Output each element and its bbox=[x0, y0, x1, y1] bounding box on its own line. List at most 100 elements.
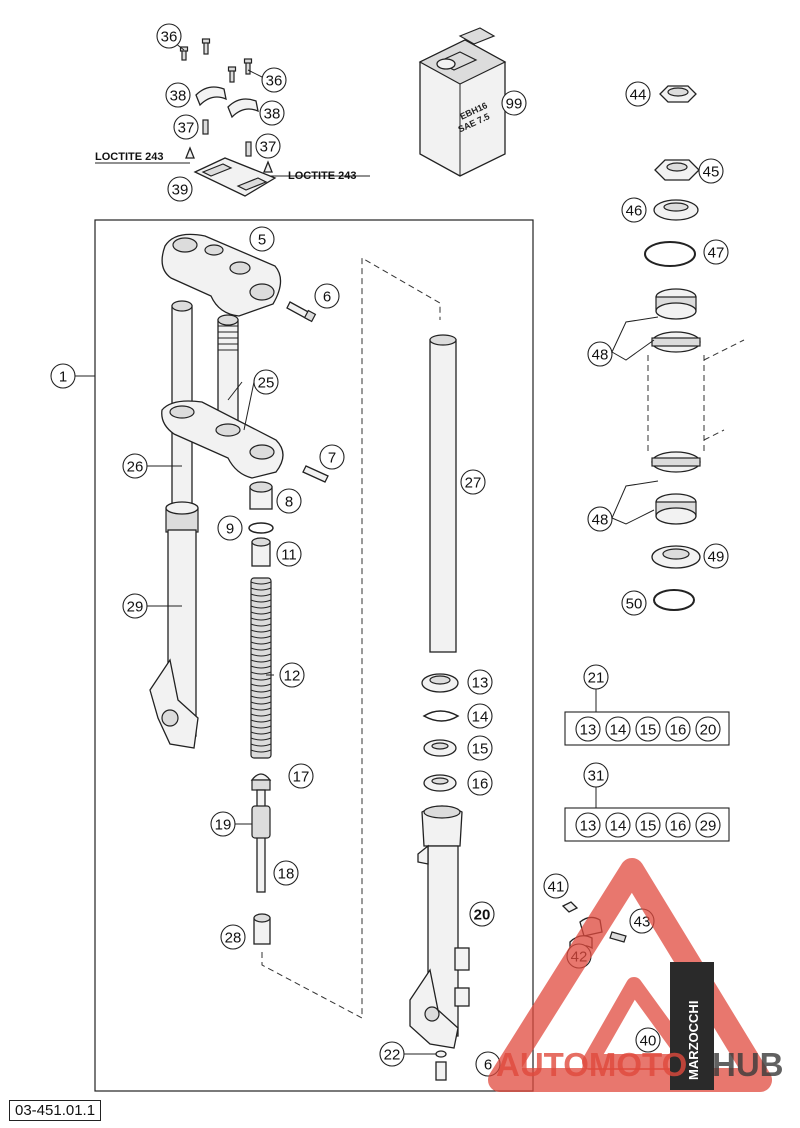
spring-coil bbox=[250, 701, 272, 705]
spring-coil bbox=[250, 689, 272, 693]
spring-coil bbox=[250, 725, 272, 729]
svg-text:38: 38 bbox=[170, 88, 187, 105]
right-fork-leg bbox=[409, 334, 470, 1081]
callout-40: 40 bbox=[635, 1027, 661, 1053]
spring-coil bbox=[250, 587, 272, 591]
svg-text:14: 14 bbox=[610, 722, 627, 739]
kit-21-item: 13 bbox=[575, 716, 601, 742]
spring-coil bbox=[250, 653, 272, 657]
svg-text:29: 29 bbox=[127, 599, 144, 616]
callout-20: 20 bbox=[469, 901, 495, 927]
svg-text:6: 6 bbox=[323, 289, 331, 306]
svg-text:28: 28 bbox=[225, 930, 242, 947]
kit-31-item: 15 bbox=[635, 812, 661, 838]
watermark-logo: MARZOCCHI AUTOMOTO HUB bbox=[488, 858, 784, 1092]
svg-text:15: 15 bbox=[640, 722, 657, 739]
callout-38b: 38 bbox=[259, 100, 285, 126]
svg-text:12: 12 bbox=[284, 668, 301, 685]
fork-oil-can bbox=[418, 27, 507, 177]
marzocchi-brand-text: MARZOCCHI bbox=[686, 1001, 701, 1080]
svg-text:43: 43 bbox=[634, 914, 651, 931]
spring-coil bbox=[250, 605, 272, 609]
kit-31-item: 14 bbox=[605, 812, 631, 838]
leader-lines bbox=[75, 375, 597, 1055]
svg-text:17: 17 bbox=[293, 769, 310, 786]
callout-37b: 37 bbox=[255, 133, 281, 159]
spring-coil bbox=[250, 599, 272, 603]
document-number: 03-451.01.1 bbox=[9, 1100, 102, 1121]
svg-text:36: 36 bbox=[161, 29, 178, 46]
svg-text:25: 25 bbox=[258, 375, 275, 392]
spring-coil bbox=[250, 593, 272, 597]
svg-text:22: 22 bbox=[384, 1047, 401, 1064]
left-fork-leg bbox=[149, 300, 329, 749]
callout-37a: 37 bbox=[173, 114, 199, 140]
callout-12: 12 bbox=[279, 662, 305, 688]
handlebar-clamp-parts bbox=[95, 38, 370, 197]
kit-21-callout: 21 bbox=[583, 664, 609, 690]
spring-coil bbox=[250, 617, 272, 621]
svg-text:18: 18 bbox=[278, 866, 295, 883]
callout-6a: 6 bbox=[314, 283, 340, 309]
callout-bubbles: 3636383837373999444546474848495015625726… bbox=[50, 23, 729, 1077]
callout-8: 8 bbox=[276, 488, 302, 514]
svg-text:1: 1 bbox=[59, 369, 67, 386]
spring-coil bbox=[250, 743, 272, 747]
svg-text:16: 16 bbox=[472, 776, 489, 793]
spring-coil bbox=[250, 659, 272, 663]
svg-text:7: 7 bbox=[328, 450, 336, 467]
svg-text:46: 46 bbox=[626, 203, 643, 220]
callout-46: 46 bbox=[621, 197, 647, 223]
kit-21-item: 20 bbox=[695, 716, 721, 742]
callout-19: 19 bbox=[210, 811, 236, 837]
svg-text:29: 29 bbox=[700, 818, 717, 835]
callout-15: 15 bbox=[467, 735, 493, 761]
callout-1: 1 bbox=[50, 363, 76, 389]
spring-coil bbox=[250, 719, 272, 723]
svg-text:13: 13 bbox=[580, 818, 597, 835]
svg-text:26: 26 bbox=[127, 459, 144, 476]
spring-coil bbox=[250, 635, 272, 639]
kit-31-item: 29 bbox=[695, 812, 721, 838]
callout-28: 28 bbox=[220, 924, 246, 950]
callout-11: 11 bbox=[276, 541, 302, 567]
callout-9: 9 bbox=[217, 515, 243, 541]
svg-text:41: 41 bbox=[548, 879, 565, 896]
callout-39: 39 bbox=[167, 176, 193, 202]
callout-16: 16 bbox=[467, 770, 493, 796]
callout-5: 5 bbox=[249, 226, 275, 252]
svg-text:21: 21 bbox=[588, 670, 605, 687]
loctite-label-right: LOCTITE 243 bbox=[288, 170, 356, 182]
svg-text:99: 99 bbox=[506, 96, 523, 113]
svg-text:8: 8 bbox=[285, 494, 293, 511]
callout-45: 45 bbox=[698, 158, 724, 184]
steering-head-parts bbox=[611, 85, 745, 611]
callout-49: 49 bbox=[703, 543, 729, 569]
callout-22: 22 bbox=[379, 1041, 405, 1067]
spring-coil bbox=[250, 611, 272, 615]
callout-18: 18 bbox=[273, 860, 299, 886]
callout-44: 44 bbox=[625, 81, 651, 107]
svg-text:14: 14 bbox=[610, 818, 627, 835]
kit-21-item: 16 bbox=[665, 716, 691, 742]
upper-triple-clamp bbox=[161, 233, 317, 323]
svg-text:48: 48 bbox=[592, 347, 609, 364]
callout-27: 27 bbox=[460, 469, 486, 495]
svg-text:5: 5 bbox=[258, 232, 266, 249]
watermark-text-hub: HUB bbox=[712, 1046, 784, 1083]
callout-29: 29 bbox=[122, 593, 148, 619]
spring-coil bbox=[250, 737, 272, 741]
callout-38a: 38 bbox=[165, 82, 191, 108]
callout-48a: 48 bbox=[587, 341, 613, 367]
kit-21-items: 21 13 14 15 16 20 bbox=[575, 664, 721, 742]
kit-21-item: 15 bbox=[635, 716, 661, 742]
svg-text:19: 19 bbox=[215, 817, 232, 834]
spring-coil bbox=[250, 683, 272, 687]
svg-text:16: 16 bbox=[670, 722, 687, 739]
callout-36a: 36 bbox=[156, 23, 182, 49]
marzocchi-badge bbox=[670, 962, 714, 1090]
callout-50: 50 bbox=[621, 590, 647, 616]
spring-coil bbox=[250, 713, 272, 717]
svg-text:11: 11 bbox=[281, 547, 297, 564]
